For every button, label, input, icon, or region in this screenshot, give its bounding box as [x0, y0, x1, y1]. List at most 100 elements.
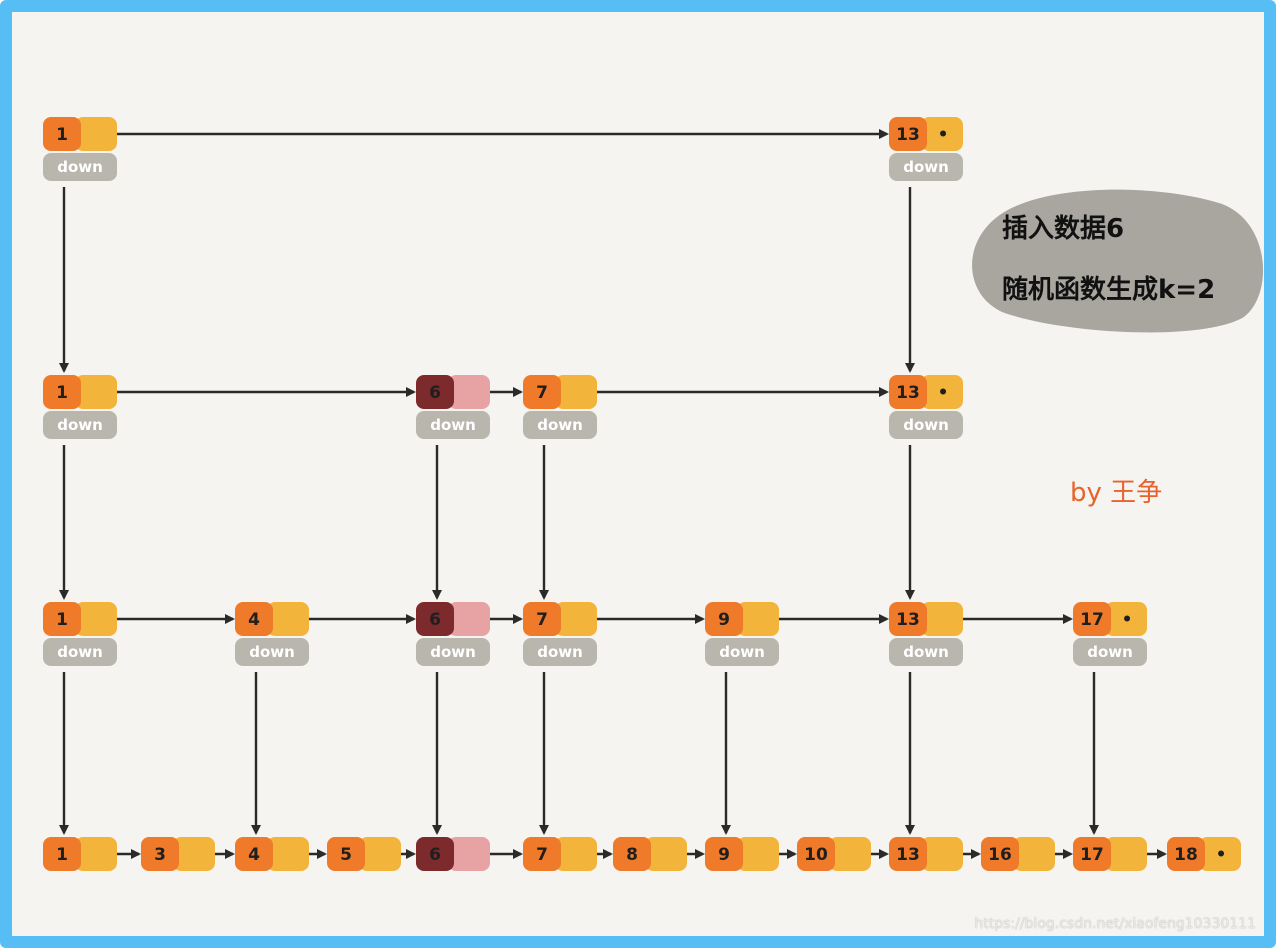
down-pointer-box [43, 411, 117, 439]
next-pointer-box [75, 117, 117, 151]
value-box [613, 837, 651, 871]
node-value-label: 18 [1174, 845, 1198, 865]
down-pointer-box [43, 638, 117, 666]
value-box [889, 375, 927, 409]
value-box [235, 602, 273, 636]
down-pointer-box [523, 411, 597, 439]
node-value-label: 1 [56, 125, 68, 145]
next-pointer-box [555, 602, 597, 636]
value-box [889, 602, 927, 636]
value-box [1167, 837, 1205, 871]
node-value-label: 6 [429, 610, 441, 630]
node-5-level-4: 5 [327, 837, 401, 871]
down-label: down [903, 416, 949, 434]
value-box [705, 837, 743, 871]
down-label: down [430, 416, 476, 434]
null-pointer-marker: • [1216, 845, 1227, 865]
node-10-level-4: 10 [797, 837, 871, 871]
node-13-level-4: 13 [889, 837, 963, 871]
next-pointer-box [75, 837, 117, 871]
next-pointer-box [448, 837, 490, 871]
node-value-label: 13 [896, 383, 920, 403]
next-pointer-box [921, 837, 963, 871]
down-label: down [537, 643, 583, 661]
next-pointer-box [555, 375, 597, 409]
value-box [889, 117, 927, 151]
node-9-level-4: 9 [705, 837, 779, 871]
down-label: down [57, 643, 103, 661]
next-pointer-box [737, 602, 779, 636]
down-pointer-box [889, 638, 963, 666]
value-box [416, 837, 454, 871]
value-box [416, 375, 454, 409]
next-pointer-box [1105, 837, 1147, 871]
value-box [981, 837, 1019, 871]
node-6-level-2: 6 down [416, 375, 490, 439]
value-box [327, 837, 365, 871]
node-17-level-3: 17 • down [1073, 602, 1147, 666]
node-value-label: 6 [429, 383, 441, 403]
skip-list-diagram: 插入数据6 随机函数生成k=2 1down13•down1down6down7d… [43, 117, 1264, 871]
value-box [1073, 602, 1111, 636]
node-value-label: 5 [340, 845, 352, 865]
next-pointer-box [267, 602, 309, 636]
down-pointer-box [416, 411, 490, 439]
node-value-label: 6 [429, 845, 441, 865]
node-4-level-4: 4 [235, 837, 309, 871]
value-box [889, 837, 927, 871]
down-label: down [57, 158, 103, 176]
down-pointer-box [889, 153, 963, 181]
next-pointer-box [921, 375, 963, 409]
next-pointer-box [645, 837, 687, 871]
down-pointer-box [705, 638, 779, 666]
down-label: down [903, 643, 949, 661]
node-1-level-4: 1 [43, 837, 117, 871]
down-label: down [903, 158, 949, 176]
next-pointer-box [173, 837, 215, 871]
next-pointer-box [921, 117, 963, 151]
author-credit: by 王争 [1070, 478, 1163, 508]
down-pointer-box [889, 411, 963, 439]
down-pointer-box [523, 638, 597, 666]
value-box [235, 837, 273, 871]
node-value-label: 7 [536, 845, 548, 865]
node-value-label: 9 [718, 610, 730, 630]
value-box [43, 375, 81, 409]
note-bubble: 插入数据6 随机函数生成k=2 [972, 189, 1264, 333]
down-pointer-box [235, 638, 309, 666]
value-box [43, 602, 81, 636]
next-pointer-box [448, 375, 490, 409]
node-3-level-4: 3 [141, 837, 215, 871]
value-box [523, 837, 561, 871]
node-7-level-4: 7 [523, 837, 597, 871]
node-value-label: 4 [248, 610, 260, 630]
note-line-1: 插入数据6 [1002, 214, 1124, 244]
node-value-label: 8 [626, 845, 638, 865]
next-pointer-box [555, 837, 597, 871]
value-box [523, 602, 561, 636]
node-value-label: 17 [1080, 610, 1104, 630]
node-value-label: 17 [1080, 845, 1104, 865]
note-line-2: 随机函数生成k=2 [1002, 274, 1215, 305]
value-box [1073, 837, 1111, 871]
node-value-label: 4 [248, 845, 260, 865]
next-pointer-box [737, 837, 779, 871]
null-pointer-marker: • [1122, 610, 1133, 630]
node-value-label: 13 [896, 845, 920, 865]
skip-list-nodes: 1down13•down1down6down7down13•down1down4… [43, 117, 1241, 871]
next-pointer-box [359, 837, 401, 871]
node-17-level-4: 17 [1073, 837, 1147, 871]
node-value-label: 10 [804, 845, 828, 865]
node-6-level-4: 6 [416, 837, 490, 871]
node-value-label: 16 [988, 845, 1012, 865]
node-1-level-1: 1 down [43, 117, 117, 181]
down-label: down [1087, 643, 1133, 661]
node-value-label: 3 [154, 845, 166, 865]
